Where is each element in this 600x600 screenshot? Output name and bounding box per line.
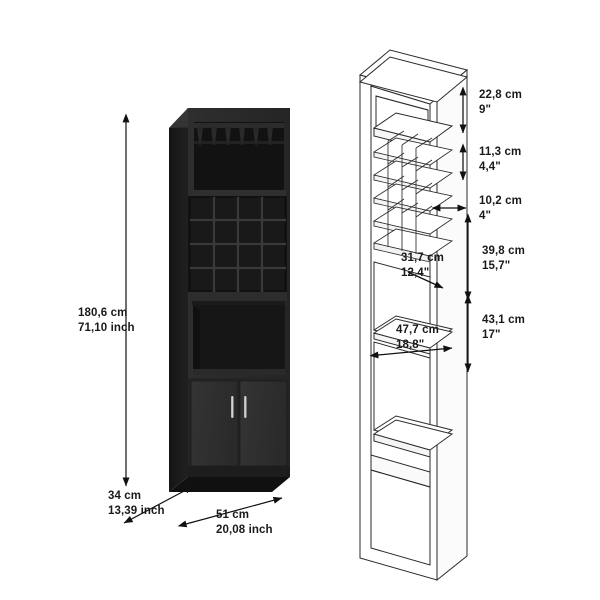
door-handle-right xyxy=(244,396,247,418)
wine-cubby-grid xyxy=(188,196,287,292)
dimension-label-open-shelf-height: 39,8 cm 15,7" xyxy=(482,245,525,272)
dimension-label-depth: 34 cm 13,39 inch xyxy=(108,490,165,517)
product-technical-drawing xyxy=(358,49,469,582)
technical-wine-cubbies xyxy=(372,130,454,263)
render-dimension-lines xyxy=(122,113,283,528)
product-render-3d xyxy=(169,108,290,492)
dimension-label-width: 51 cm 20,08 inch xyxy=(216,509,273,536)
dimension-label-height: 180,6 cm 71,10 inch xyxy=(78,307,135,334)
dimension-label-shelf-depth: 31,7 cm 12,4" xyxy=(401,252,444,279)
dimension-label-interior-width: 47,7 cm 18,8" xyxy=(396,324,439,351)
dimension-label-cabinet-height: 43,1 cm 17" xyxy=(482,314,525,341)
technical-dimension-lines xyxy=(369,86,472,373)
door-handle-left xyxy=(231,396,234,418)
lower-cabinet-doors xyxy=(188,378,290,477)
stemware-rack xyxy=(194,123,284,146)
dimension-label-cubby-height: 11,3 cm 4,4" xyxy=(479,146,522,173)
dimension-label-cubby-width: 10,2 cm 4" xyxy=(479,195,522,222)
dimension-label-stemware-height: 22,8 cm 9" xyxy=(479,89,522,116)
